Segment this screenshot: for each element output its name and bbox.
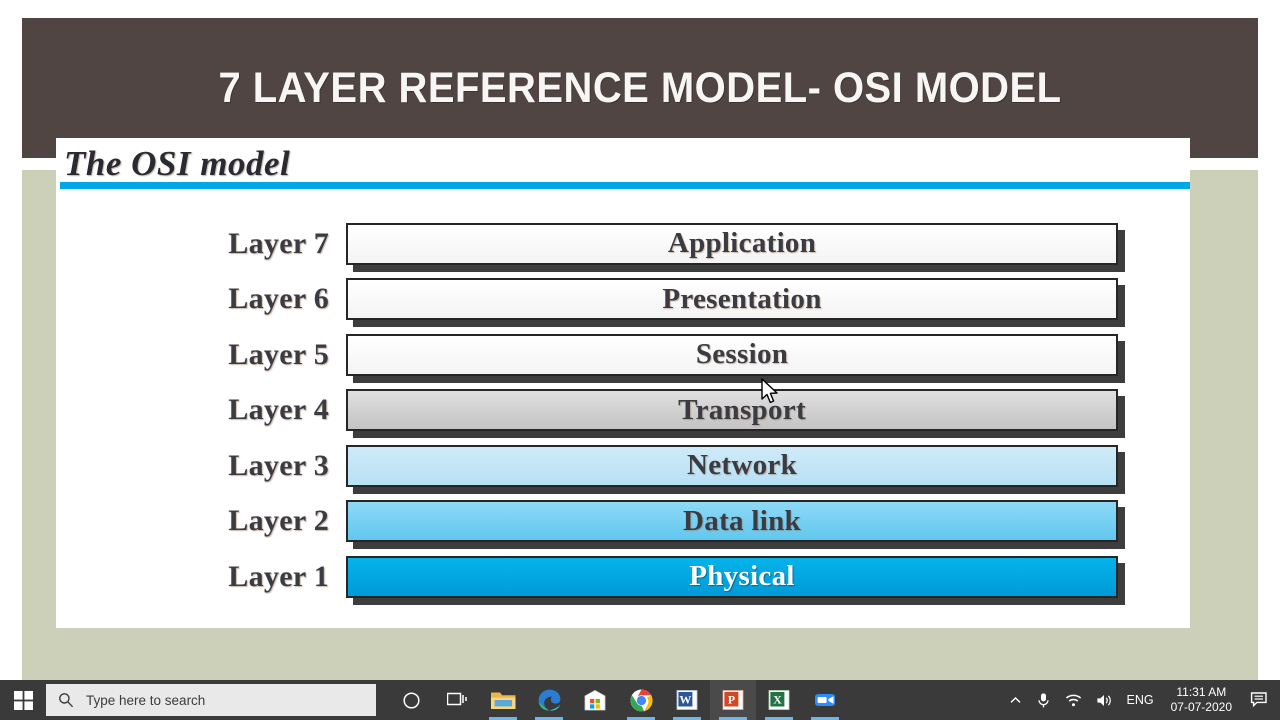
chevron-up-icon xyxy=(1010,696,1021,703)
layer-label: Layer 4 xyxy=(228,393,329,427)
taskbar-app-powerpoint[interactable]: P xyxy=(710,680,756,720)
layer-box-data-link: Data link xyxy=(346,500,1118,543)
layer-name: Network xyxy=(686,449,797,482)
presentation-slide[interactable]: 7 LAYER REFERENCE MODEL- OSI MODEL The O… xyxy=(0,0,1280,680)
layer-box-transport: Transport xyxy=(346,389,1118,432)
task-view-icon xyxy=(446,692,467,706)
osi-diagram-image: The OSI model Layer 7 Application Layer … xyxy=(56,138,1190,628)
wifi-icon xyxy=(1065,694,1081,706)
svg-text:P: P xyxy=(728,692,735,706)
word-icon: W xyxy=(676,690,698,710)
layer-box-wrapper: Physical xyxy=(346,555,1125,605)
osi-image-heading: The OSI model xyxy=(64,144,291,183)
layer-box-network: Network xyxy=(346,444,1118,487)
start-button[interactable] xyxy=(0,680,46,720)
excel-icon: X xyxy=(768,690,790,710)
svg-text:X: X xyxy=(773,692,782,706)
layer-box-wrapper: Session xyxy=(346,333,1125,383)
table-row: Layer 2 Data link xyxy=(56,494,1190,550)
taskbar-app-edge[interactable] xyxy=(526,680,572,720)
zoom-icon xyxy=(815,694,835,706)
notifications-button[interactable] xyxy=(1242,680,1276,720)
microphone-icon xyxy=(1037,692,1049,707)
chrome-icon xyxy=(630,689,652,712)
layer-box-application: Application xyxy=(346,222,1118,265)
taskbar-app-list: W P X xyxy=(388,680,848,720)
task-view-button[interactable] xyxy=(434,680,480,720)
running-indicator xyxy=(627,717,655,720)
taskbar-app-zoom[interactable] xyxy=(802,680,848,720)
powerpoint-icon: P xyxy=(722,690,744,710)
layer-name: Transport xyxy=(678,393,806,426)
layer-box-session: Session xyxy=(346,333,1118,376)
layer-box-wrapper: Network xyxy=(346,444,1125,494)
speaker-icon xyxy=(1096,694,1111,706)
search-placeholder-text: Type here to search xyxy=(86,692,206,708)
table-row: Layer 4 Transport xyxy=(56,383,1190,439)
taskbar-app-store[interactable] xyxy=(572,680,618,720)
taskbar-app-word[interactable]: W xyxy=(664,680,710,720)
layer-box-wrapper: Presentation xyxy=(346,278,1125,328)
table-row: Layer 3 Network xyxy=(56,438,1190,494)
search-icon xyxy=(46,692,86,708)
show-hidden-icons-button[interactable] xyxy=(1002,680,1029,720)
table-row: Layer 6 Presentation xyxy=(56,272,1190,328)
action-center-icon xyxy=(1250,692,1267,708)
layer-name: Data link xyxy=(683,504,801,537)
layer-label: Layer 1 xyxy=(228,559,329,593)
edge-icon xyxy=(538,689,560,711)
table-row: Layer 7 Application xyxy=(56,216,1190,272)
volume-button[interactable] xyxy=(1089,680,1120,720)
language-indicator[interactable]: ENG xyxy=(1126,693,1154,707)
network-button[interactable] xyxy=(1058,680,1089,720)
file-explorer-icon xyxy=(490,692,515,709)
windows-logo-icon xyxy=(13,690,33,710)
layer-label: Layer 6 xyxy=(228,282,329,316)
layer-name: Physical xyxy=(689,560,795,593)
svg-text:W: W xyxy=(679,692,691,706)
cortana-circle-icon xyxy=(402,691,420,709)
taskbar-app-file-explorer[interactable] xyxy=(480,680,526,720)
running-indicator xyxy=(811,717,839,720)
layer-box-wrapper: Data link xyxy=(346,500,1125,550)
windows-taskbar: Type here to search xyxy=(0,680,1280,720)
store-icon xyxy=(584,689,606,711)
clock-time: 11:31 AM xyxy=(1176,685,1227,699)
taskbar-app-excel[interactable]: X xyxy=(756,680,802,720)
slide-title: 7 LAYER REFERENCE MODEL- OSI MODEL xyxy=(218,63,1062,112)
layer-label: Layer 7 xyxy=(228,226,329,260)
running-indicator xyxy=(765,717,793,720)
running-indicator xyxy=(673,717,701,720)
layer-box-wrapper: Transport xyxy=(346,389,1125,439)
table-row: Layer 1 Physical xyxy=(56,549,1190,605)
system-tray: ENG 11:31 AM 07-07-2020 xyxy=(1002,680,1280,720)
layer-box-presentation: Presentation xyxy=(346,278,1118,321)
running-indicator xyxy=(535,717,563,720)
layer-label: Layer 5 xyxy=(228,337,329,371)
layer-label: Layer 2 xyxy=(228,504,329,538)
layer-box-wrapper: Application xyxy=(346,222,1125,272)
taskbar-app-chrome[interactable] xyxy=(618,680,664,720)
layer-name: Session xyxy=(695,338,789,371)
slide-title-band: 7 LAYER REFERENCE MODEL- OSI MODEL xyxy=(22,18,1258,158)
osi-layer-stack: Layer 7 Application Layer 6 Presentation xyxy=(56,216,1190,605)
layer-name: Presentation xyxy=(662,282,822,315)
table-row: Layer 5 Session xyxy=(56,327,1190,383)
clock[interactable]: 11:31 AM 07-07-2020 xyxy=(1161,680,1242,720)
osi-heading-rule xyxy=(60,182,1190,189)
running-indicator xyxy=(719,717,747,720)
layer-label: Layer 3 xyxy=(228,448,329,482)
search-input[interactable]: Type here to search xyxy=(46,684,376,716)
cortana-button[interactable] xyxy=(388,680,434,720)
microphone-button[interactable] xyxy=(1029,680,1058,720)
layer-name: Application xyxy=(667,227,817,260)
layer-box-physical: Physical xyxy=(346,555,1118,598)
running-indicator xyxy=(489,717,517,720)
clock-date: 07-07-2020 xyxy=(1170,700,1232,714)
